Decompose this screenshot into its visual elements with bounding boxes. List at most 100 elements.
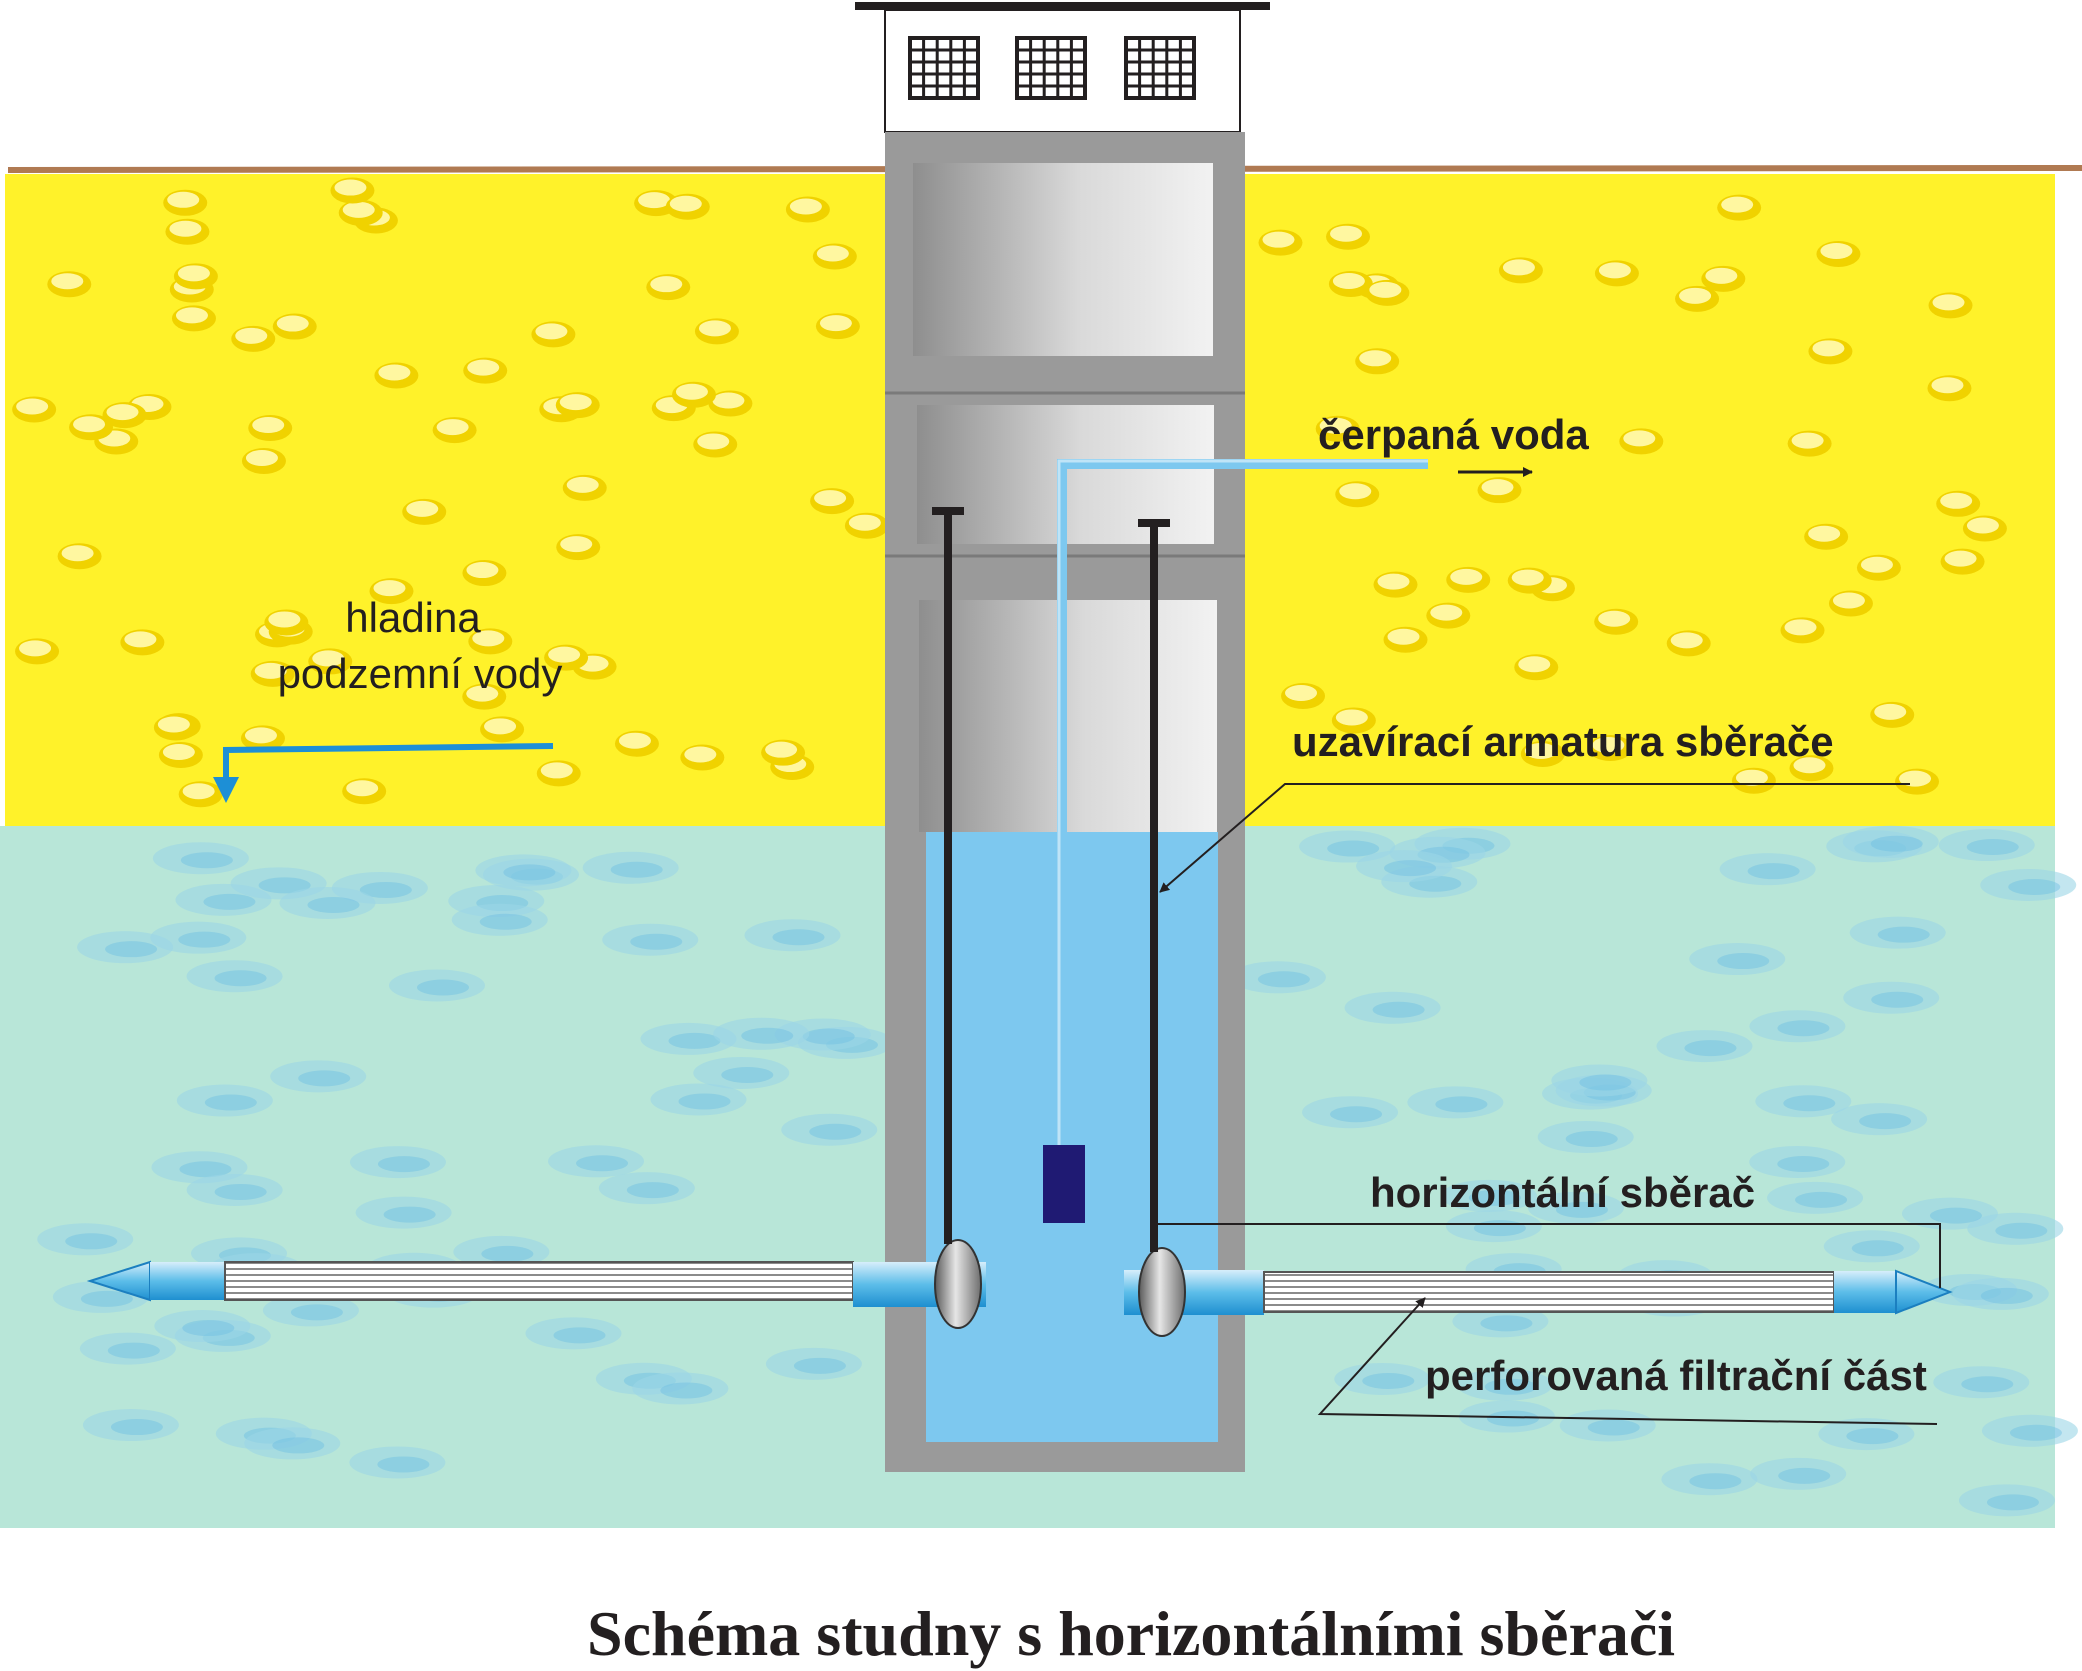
soil-grain (536, 760, 581, 787)
soil-grain (369, 578, 414, 605)
soil-grain (1717, 194, 1762, 221)
soil-grain (1365, 279, 1410, 306)
soil-grain (374, 362, 419, 389)
diagram-caption: Schéma studny s horizontálními sběrači (587, 1598, 1675, 1669)
groundwater-level-arrow (213, 743, 554, 803)
water-ripple (349, 1146, 446, 1179)
soil-grain (844, 512, 889, 539)
water-ripple (262, 1294, 359, 1327)
soil-grain (462, 683, 507, 710)
water-ripple (176, 1084, 273, 1117)
soil-grains (12, 177, 2007, 808)
soil-grain (1619, 428, 1664, 455)
soil-grain (57, 543, 102, 570)
soil-grain (1940, 548, 1985, 575)
water-ripple (1689, 943, 1786, 976)
water-ripple (1831, 1103, 1928, 1136)
soil-grain (531, 321, 576, 348)
soil-grain (785, 196, 830, 223)
soil-grain (810, 488, 855, 515)
soil-grain (1816, 240, 1861, 267)
water-ripple (1767, 1181, 1864, 1214)
soil-grain (171, 305, 216, 332)
water-ripple (1452, 1305, 1549, 1338)
water-ripple (1933, 1366, 2030, 1399)
water-ripple (349, 1446, 446, 1479)
soil-grain (812, 243, 857, 270)
soil-grain (480, 716, 525, 743)
water-ripple (765, 1347, 862, 1380)
water-ripple (154, 1310, 251, 1343)
soil-grain (165, 218, 210, 245)
left-shutoff-valve (934, 1239, 982, 1329)
soil-grain (342, 778, 387, 805)
soil-grain (761, 739, 806, 766)
pumped-water-label: čerpaná voda (1318, 411, 1589, 458)
water-ripple (475, 854, 572, 887)
soil-grain (1927, 375, 1972, 402)
water-ripple (548, 1145, 645, 1178)
soil-grain (1895, 768, 1940, 795)
window-grid (1124, 36, 1196, 100)
water-ripple (640, 1022, 737, 1055)
water-ripple (1981, 1414, 2078, 1447)
soil-grain (1328, 271, 1373, 298)
soil-grain (231, 325, 276, 352)
shaft-section-top (913, 163, 1213, 356)
water-ripple (79, 1332, 176, 1365)
soil-grain (1928, 292, 1973, 319)
soil-grain (562, 474, 607, 501)
soil-grain (1962, 515, 2007, 542)
water-ripple (77, 931, 174, 964)
water-ripple (1334, 1362, 1431, 1395)
soil-grain (463, 357, 508, 384)
perforated-leader-line (1317, 1297, 1938, 1425)
soil-grain (330, 177, 375, 204)
soil-grain (163, 189, 208, 216)
soil-grain (1331, 707, 1376, 734)
soil-grain (1701, 265, 1746, 292)
water-ripple (152, 842, 249, 875)
soil-grain (120, 629, 165, 656)
soil-grain (272, 313, 317, 340)
water-ripple (1559, 1409, 1656, 1442)
water-ripple (1302, 1096, 1399, 1129)
water-ripple (525, 1317, 622, 1350)
water-ripple (1958, 1484, 2055, 1517)
soil-grain (1594, 608, 1639, 635)
soil-grain (614, 730, 659, 757)
soil-grain (12, 396, 57, 423)
soil-grain (693, 431, 738, 458)
right-perforated-section (1263, 1271, 1835, 1313)
soil-grain (1281, 682, 1326, 709)
water-ripple (244, 1427, 341, 1460)
right-collector (1124, 1247, 1953, 1337)
water-ripple (1980, 868, 2077, 901)
water-ripple (713, 1017, 810, 1050)
water-ripple (744, 919, 841, 952)
water-ripple (1527, 1191, 1624, 1224)
soil-grain (15, 638, 60, 665)
soil-grain (178, 781, 223, 808)
soil-grain (815, 313, 860, 340)
soil-grain (1426, 602, 1471, 629)
soil-grain (1335, 481, 1380, 508)
well-water (926, 832, 1218, 1442)
water-ripple (186, 960, 283, 993)
water-ripple (1719, 853, 1816, 886)
soil-grain (708, 390, 753, 417)
water-ripple (632, 1372, 729, 1405)
water-ripple (1755, 1085, 1852, 1118)
soil-grain (1936, 490, 1981, 517)
water-ripple (186, 1173, 283, 1206)
water-ripple (1456, 1368, 1553, 1401)
water-ripple (1749, 1145, 1846, 1178)
soil-grain (69, 414, 114, 441)
well-house-windows (908, 36, 1196, 100)
pumped-water-pipe (1057, 459, 1428, 1148)
water-ripple (1344, 991, 1441, 1024)
soil-grain (1373, 571, 1418, 598)
soil-grain (462, 560, 507, 587)
water-ripple (279, 886, 376, 919)
